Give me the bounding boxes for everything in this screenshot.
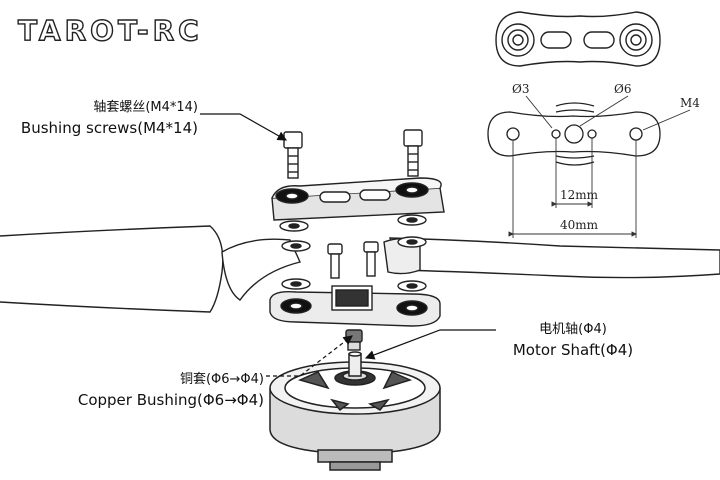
dim-inner-spacing: 12mm [560, 188, 599, 202]
dimension-lines [508, 95, 691, 238]
dim-hole-center: Ø6 [614, 82, 632, 96]
bushing-screws-label-en: Bushing screws(M4*14) [20, 119, 198, 137]
lower-hub-plate [269, 278, 441, 327]
bushing-screws-label-cn: 轴套螺丝(M4*14) [93, 100, 198, 115]
callout-leaders [200, 113, 496, 377]
motor-shaft-label-cn: 电机轴(Φ4) [539, 322, 607, 337]
bushing-screws [283, 129, 423, 279]
dimensioned-hub-plate [487, 102, 661, 166]
motor-shaft-label-en: Motor Shaft(Φ4) [512, 341, 634, 359]
callout-bushing-screws: 轴套螺丝(M4*14) Bushing screws(M4*14) [16, 98, 198, 138]
callout-motor-shaft: 电机轴(Φ4) Motor Shaft(Φ4) [498, 320, 648, 360]
dim-screw-thread: M4 [680, 96, 700, 110]
dim-hole-small: Ø3 [512, 82, 530, 96]
copper-bushing-label-cn: 铜套(Φ6→Φ4) [179, 372, 264, 387]
callout-copper-bushing: 铜套(Φ6→Φ4) Copper Bushing(Φ6→Φ4) [60, 370, 264, 410]
dim-outer-spacing: 40mm [560, 218, 599, 232]
brushless-motor [269, 351, 441, 471]
brand-logo: TAROT-RC [17, 13, 203, 47]
upper-clamp-plate [271, 177, 445, 252]
propeller-blades [0, 225, 720, 313]
copper-bushing-label-en: Copper Bushing(Φ6→Φ4) [77, 391, 264, 409]
top-view-clamp-plate [495, 11, 661, 67]
copper-bushing [345, 329, 363, 351]
